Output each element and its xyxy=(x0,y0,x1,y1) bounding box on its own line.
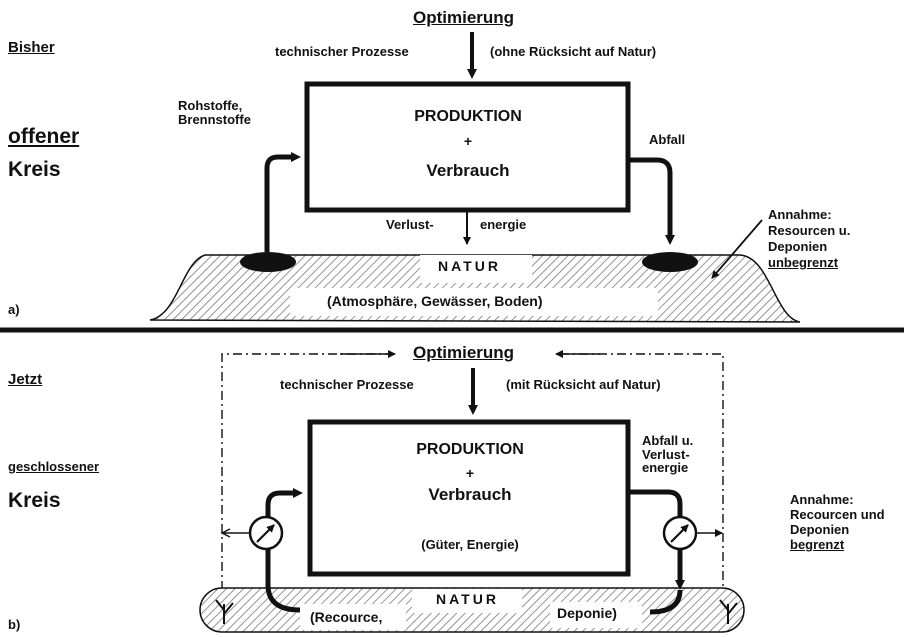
measuring-instrument-left xyxy=(220,515,284,551)
nature-details-a: (Atmosphäre, Gewässer, Boden) xyxy=(327,293,543,309)
optimization-heading-b: Optimierung xyxy=(413,343,515,362)
assumption-b-3: Deponien xyxy=(790,522,850,537)
process-label-b: technischer Prozesse xyxy=(280,377,414,392)
waste-return-b xyxy=(649,589,683,615)
waste-label-a: Abfall xyxy=(649,132,686,147)
nature-details-area-a xyxy=(290,288,658,316)
measuring-instrument-right xyxy=(662,515,723,551)
resource-area-b xyxy=(300,604,406,630)
section-label-b: Jetzt xyxy=(8,371,43,388)
circle-title-b-1: geschlossener xyxy=(8,459,100,474)
waste-deposit-a xyxy=(642,252,698,272)
section-label-a: Bisher xyxy=(8,39,55,56)
plant-glyph-right xyxy=(719,599,738,624)
nature-label-b: NATUR xyxy=(436,591,499,607)
loss-label-a-1: Verlust- xyxy=(386,217,434,232)
box-subtitle-b: Verbrauch xyxy=(428,485,512,504)
assumption-pointer-a xyxy=(711,219,763,279)
assumption-a-3: Deponien xyxy=(768,239,828,254)
raw-material-source-a xyxy=(240,252,296,272)
assumption-a-2: Resourcen u. xyxy=(768,223,851,238)
resource-label-b: (Recource, xyxy=(310,609,383,625)
assumption-b-4: begrenzt xyxy=(790,537,845,552)
assumption-b-1: Annahme: xyxy=(790,492,854,507)
panel-letter-b: b) xyxy=(8,617,21,632)
input-arrow-b xyxy=(265,488,303,613)
deposit-area-b xyxy=(550,602,642,628)
box-title-a: PRODUKTION xyxy=(414,108,522,125)
waste-arrow-a xyxy=(628,157,675,245)
constraint-label-a: (ohne Rücksicht auf Natur) xyxy=(490,44,657,59)
feedback-loop-frame xyxy=(221,353,724,590)
nature-label-a: NATUR xyxy=(438,258,501,274)
input-arrow-a xyxy=(264,152,301,252)
plant-glyph-left xyxy=(215,599,234,624)
assumption-a-4: unbegrenzt xyxy=(768,255,839,270)
input-label-a: Rohstoffe, Brennstoffe xyxy=(178,98,251,127)
nature-label-area-a xyxy=(420,255,532,283)
circle-title-b-2: Kreis xyxy=(8,489,61,512)
box-title-b: PRODUKTION xyxy=(416,441,524,458)
box-plus-b: + xyxy=(465,465,475,481)
box-plus-a: + xyxy=(463,133,473,149)
waste-label-b: Abfall u. Verlust- energie xyxy=(642,433,694,476)
constraint-label-b: (mit Rücksicht auf Natur) xyxy=(506,377,661,392)
assumption-b-2: Recourcen und xyxy=(790,507,885,522)
box-subtitle-a: Verbrauch xyxy=(426,161,510,180)
panel-letter-a: a) xyxy=(8,302,20,317)
production-box-a xyxy=(304,81,631,213)
process-label-a: technischer Prozesse xyxy=(275,44,409,59)
circle-title-a-2: Kreis xyxy=(8,158,61,181)
deposit-label-b: Deponie) xyxy=(557,605,617,621)
assumption-a-1: Annahme: xyxy=(768,207,832,222)
circle-title-a-1: offener xyxy=(8,125,80,148)
nature-label-area-b xyxy=(412,589,522,613)
waste-arrow-b xyxy=(628,489,685,590)
production-box-b xyxy=(307,419,631,577)
optimization-heading-a: Optimierung xyxy=(413,8,515,27)
loss-label-a-2: energie xyxy=(480,217,527,232)
box-detail-b: (Güter, Energie) xyxy=(421,537,519,552)
